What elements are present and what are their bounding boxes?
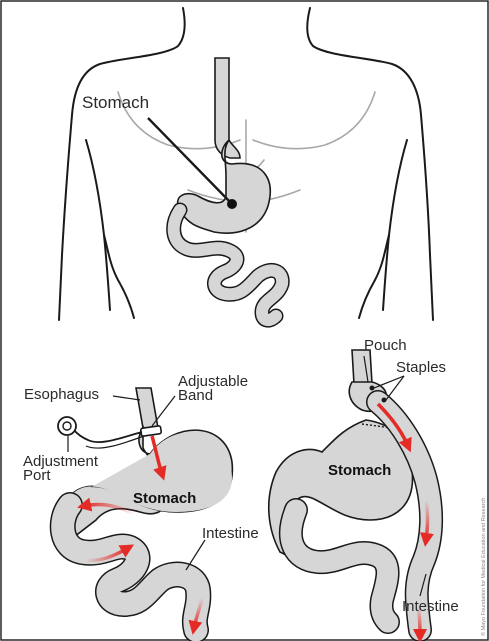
bypass-stomach-label: Stomach bbox=[328, 462, 391, 479]
staple-2 bbox=[382, 398, 387, 403]
torso-right-outline bbox=[307, 8, 433, 320]
top-digestive-tract bbox=[174, 58, 283, 320]
band-diagram bbox=[58, 388, 232, 630]
staple-1 bbox=[370, 386, 375, 391]
bypass-esophagus bbox=[352, 350, 372, 384]
left-arm-inner bbox=[86, 140, 110, 310]
adjustment-port-label-line2: Port bbox=[23, 467, 51, 484]
bypass-diagram bbox=[269, 350, 431, 636]
esophagus-label: Esophagus bbox=[24, 386, 99, 403]
port-icon bbox=[58, 417, 76, 435]
right-arm-inner bbox=[383, 140, 407, 310]
adjustable-band-label-line2: Band bbox=[178, 387, 213, 404]
pouch-label: Pouch bbox=[364, 337, 407, 354]
torso-left-outline bbox=[59, 8, 185, 320]
bypass-intestine-label: Intestine bbox=[402, 598, 459, 615]
stomach-callout-dot bbox=[227, 199, 237, 209]
band-intestine-label: Intestine bbox=[202, 525, 259, 542]
bypass-arrow-2 bbox=[426, 500, 428, 540]
top-stomach bbox=[178, 140, 271, 233]
copyright-credit: © Mayo Foundation for Medical Education … bbox=[480, 498, 487, 636]
adjustable-band bbox=[141, 426, 162, 437]
top-stomach-label: Stomach bbox=[82, 93, 149, 112]
staples-label: Staples bbox=[396, 359, 446, 376]
band-stomach-label: Stomach bbox=[133, 490, 196, 507]
